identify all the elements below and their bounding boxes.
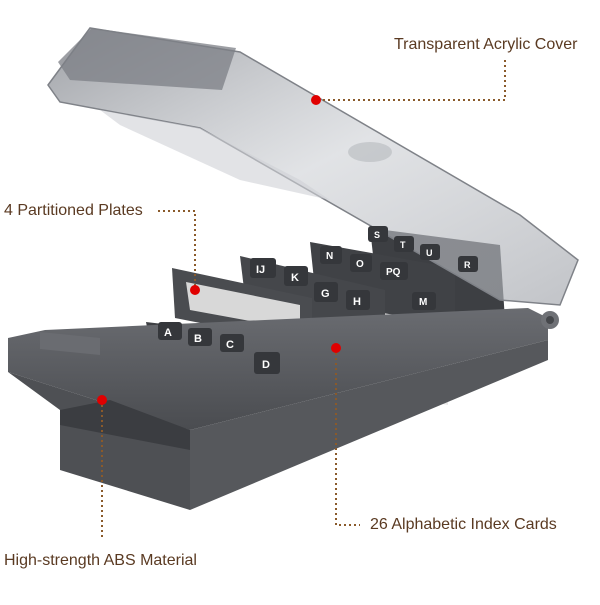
tabs-back: S T U R: [368, 226, 478, 272]
tabs-front: A B C D: [158, 322, 280, 374]
tab-shape: [394, 236, 414, 252]
tab-label: T: [400, 240, 406, 250]
tab-shape: [412, 292, 436, 310]
tab-label: N: [326, 251, 333, 262]
tab-label: D: [262, 359, 270, 371]
tabs-third: N O PQ M: [320, 246, 436, 310]
tab-label: IJ: [256, 264, 265, 276]
tab-shape: [254, 352, 280, 374]
tab-shape: [284, 266, 308, 286]
tab-label: U: [426, 248, 433, 258]
tab-shape: [220, 334, 244, 352]
callout-label-material: High-strength ABS Material: [4, 552, 197, 569]
tab-label: PQ: [386, 267, 401, 278]
tabs-second: IJ K G H: [250, 258, 370, 310]
tab-label: O: [356, 259, 364, 270]
tab-label: A: [164, 327, 172, 339]
callout-line-cards: [335, 348, 360, 526]
callout-line-cover: [318, 58, 506, 101]
callout-dot-cards: [331, 343, 341, 353]
tab-label: R: [464, 260, 471, 270]
tab-shape: [350, 254, 372, 272]
tab-label: S: [374, 230, 380, 240]
tab-shape: [188, 328, 212, 346]
callout-label-cards: 26 Alphabetic Index Cards: [370, 516, 557, 533]
callout-line-plates: [158, 210, 196, 290]
tab-shape: [158, 322, 182, 340]
tab-shape: [314, 282, 338, 302]
tab-shape: [250, 258, 276, 278]
tab-shape: [458, 256, 478, 272]
callout-label-cover: Transparent Acrylic Cover: [394, 36, 578, 53]
tab-label: C: [226, 339, 234, 351]
callout-dot-material: [97, 395, 107, 405]
tab-shape: [420, 244, 440, 260]
tab-label: H: [353, 296, 361, 308]
tab-label: B: [194, 333, 202, 345]
tab-shape: [380, 262, 408, 280]
tab-label: G: [321, 288, 330, 300]
tab-shape: [368, 226, 388, 242]
callout-dots: [97, 95, 341, 405]
tab-shape: [346, 290, 370, 310]
callout-dot-plates: [190, 285, 200, 295]
callout-lines: [101, 58, 506, 540]
tray-body: [8, 308, 548, 510]
acrylic-cover: [47, 27, 579, 329]
tab-label: M: [419, 297, 427, 308]
tab-label: K: [291, 272, 299, 284]
callout-dot-cover: [311, 95, 321, 105]
tab-shape: [320, 246, 342, 264]
callout-label-plates: 4 Partitioned Plates: [4, 202, 143, 219]
